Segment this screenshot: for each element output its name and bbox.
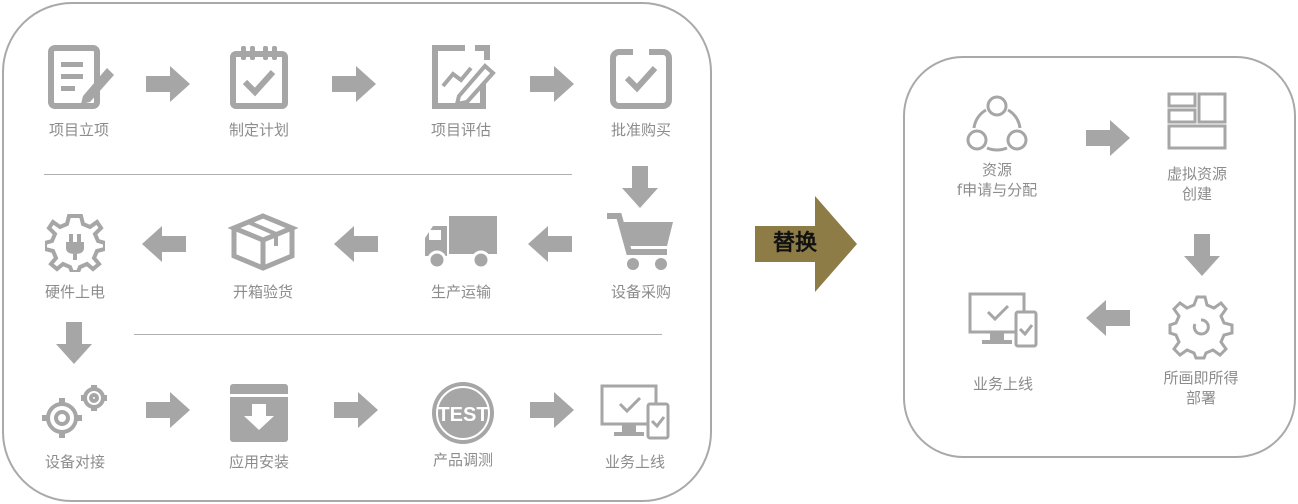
arrow-right-icon [530, 392, 574, 428]
node-label: 产品调测 [432, 451, 493, 469]
node-label: 设备对接 [44, 453, 105, 471]
node-label-line1: 所画即所得 [1163, 369, 1239, 387]
node-equipment-procurement: 设备采购 [586, 212, 696, 302]
node-production-transport: 生产运输 [406, 212, 516, 302]
row-divider [134, 334, 662, 335]
row-divider [44, 174, 572, 175]
node-hardware-power-on: 硬件上电 [20, 212, 130, 302]
arrow-right-icon [1086, 120, 1130, 156]
node-resource-allocation: 资源 f申请与分配 [942, 94, 1052, 200]
devices-check-icon [968, 292, 1038, 348]
arrow-right-icon [146, 66, 190, 102]
node-label: 应用安装 [228, 453, 289, 471]
cloud-process-panel [903, 56, 1296, 458]
gears-icon [42, 385, 107, 438]
arrow-down-icon [56, 322, 92, 364]
replace-label: 替换 [772, 231, 817, 256]
install-box-icon [230, 384, 288, 442]
devices-check-icon [600, 384, 670, 440]
node-service-online-cloud: 业务上线 [948, 292, 1058, 394]
node-label: 设备采购 [610, 283, 671, 301]
checkbox-icon [610, 46, 672, 109]
node-label: 业务上线 [604, 453, 665, 471]
node-label-line2: f申请与分配 [956, 181, 1038, 199]
resource-network-icon [966, 95, 1028, 152]
arrow-left-icon [142, 226, 186, 262]
node-label: 硬件上电 [44, 283, 105, 301]
arrow-down-icon [1184, 234, 1220, 276]
test-badge-icon: TEST [432, 382, 494, 444]
node-service-online: 业务上线 [580, 384, 690, 472]
replace-arrow-icon [755, 196, 857, 292]
arrow-down-icon [622, 166, 658, 208]
truck-icon [425, 216, 497, 270]
node-label: 开箱验货 [232, 283, 293, 301]
node-label: 项目评估 [430, 121, 491, 139]
node-make-plan: 制定计划 [204, 44, 314, 140]
node-label: 生产运输 [430, 283, 491, 301]
node-project-initiation: 项目立项 [24, 44, 134, 140]
node-label: 项目立项 [48, 121, 109, 139]
gear-refresh-icon [1168, 295, 1234, 360]
node-label-line1: 虚拟资源 [1166, 165, 1227, 183]
test-badge-text: TEST [437, 404, 488, 426]
calendar-check-icon [230, 46, 288, 109]
arrow-left-icon [1086, 300, 1130, 336]
node-label-line2: 创建 [1181, 185, 1212, 203]
node-device-integration: 设备对接 [20, 384, 130, 472]
document-edit-icon [48, 45, 114, 109]
arrow-left-icon [334, 226, 378, 262]
node-label: 制定计划 [228, 121, 289, 139]
node-project-evaluation: 项目评估 [406, 44, 516, 140]
layout-blocks-icon [1167, 92, 1227, 150]
node-label: 业务上线 [972, 375, 1033, 393]
node-unbox-inspection: 开箱验货 [208, 212, 318, 302]
node-wysiwyg-deployment: 所画即所得 部署 [1146, 294, 1256, 408]
chart-edit-icon [432, 45, 496, 109]
node-label-line1: 资源 [981, 161, 1012, 179]
node-app-installation: 应用安装 [204, 382, 314, 472]
arrow-right-icon [146, 392, 190, 428]
gear-plug-icon [45, 214, 105, 272]
arrow-left-icon [528, 226, 572, 262]
node-approve-purchase: 批准购买 [586, 44, 696, 140]
node-label-line2: 部署 [1185, 389, 1216, 407]
arrow-right-icon [334, 392, 378, 428]
open-box-icon [228, 213, 298, 271]
shopping-cart-icon [607, 213, 673, 270]
node-label: 批准购买 [610, 121, 671, 139]
node-virtual-resource-creation: 虚拟资源 创建 [1142, 92, 1252, 204]
arrow-right-icon [530, 66, 574, 102]
arrow-right-icon [332, 66, 376, 102]
node-product-testing: TEST 产品调测 [408, 380, 518, 470]
